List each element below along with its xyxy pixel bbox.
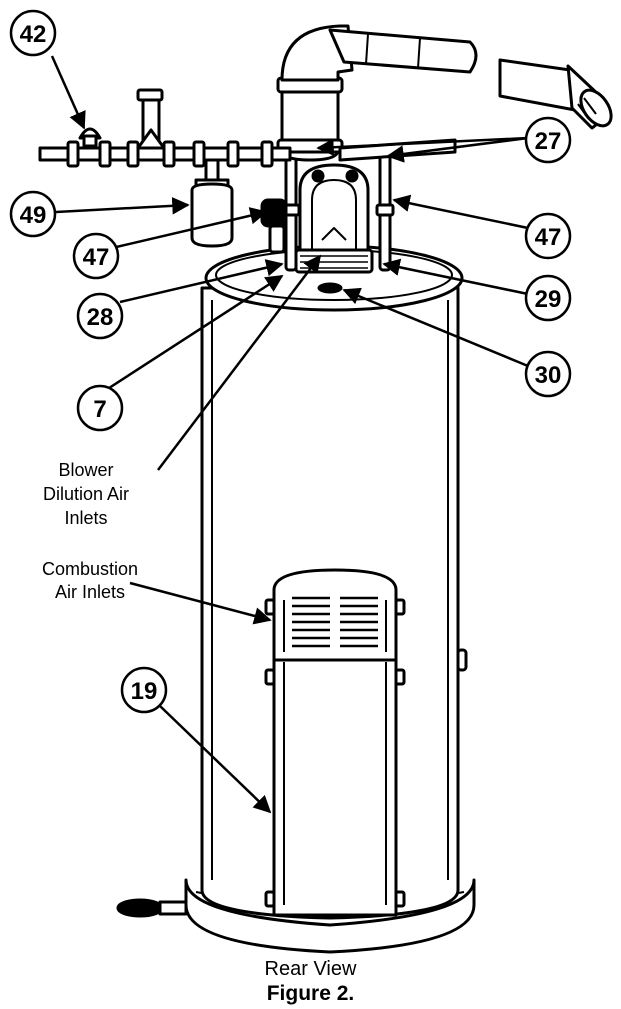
drain-fitting (116, 898, 188, 918)
leader-combustion-air (129, 581, 272, 625)
callout-29: 29 (535, 286, 562, 313)
leader-7 (105, 274, 284, 392)
leader-47-left (111, 207, 268, 250)
vent-elbow (498, 58, 613, 130)
label-blower-line2: Dilution Air (43, 484, 129, 504)
callout-30-circle (524, 350, 572, 398)
side-bracket (456, 648, 468, 672)
callout-47b: 47 (535, 224, 562, 251)
leader-28 (119, 259, 284, 304)
callout-42: 42 (20, 21, 47, 48)
leader-49 (55, 197, 190, 215)
callout-42-circle (9, 9, 57, 57)
leader-42 (50, 55, 86, 130)
callout-7-circle (76, 384, 124, 432)
vent-pipe (276, 24, 478, 162)
callout-19: 19 (131, 678, 158, 705)
callout-47a-circle (72, 232, 120, 280)
callout-19-circle (120, 666, 168, 714)
caption-figure: Figure 2. (266, 982, 355, 1005)
callout-28-circle (76, 292, 124, 340)
leader-27-a (316, 136, 529, 156)
leader-27-b (386, 136, 529, 163)
combustion-air-cover (264, 568, 406, 917)
callout-27-circle (524, 116, 572, 164)
vent-valve (136, 88, 166, 150)
leader-19 (159, 705, 272, 814)
label-combustion-line2: Air Inlets (55, 582, 125, 602)
callout-30: 30 (535, 362, 562, 389)
callout-29-circle (524, 274, 572, 322)
label-combustion-line1: Combustion (42, 559, 138, 579)
label-blower-line3: Inlets (64, 508, 107, 528)
callout-7: 7 (93, 396, 106, 423)
callout-47a: 47 (83, 244, 110, 271)
combustion-air-louvers (292, 596, 378, 648)
callout-49-circle (9, 190, 57, 238)
blower-assembly (294, 163, 374, 274)
callout-49: 49 (20, 202, 47, 229)
gas-control-valve (260, 198, 288, 254)
gas-supply-pipe (38, 138, 457, 168)
leader-blower-dilution (157, 254, 322, 471)
caption-view: Rear View (264, 958, 357, 980)
label-blower-line1: Blower (58, 460, 113, 480)
leader-30 (342, 287, 529, 368)
callout-27: 27 (535, 128, 562, 155)
leader-29 (382, 258, 529, 296)
callout-28: 28 (87, 304, 114, 331)
gas-shutoff-valve (78, 127, 102, 148)
leader-47-right (392, 194, 529, 230)
callout-47b-circle (524, 212, 572, 260)
sediment-trap (190, 158, 234, 248)
